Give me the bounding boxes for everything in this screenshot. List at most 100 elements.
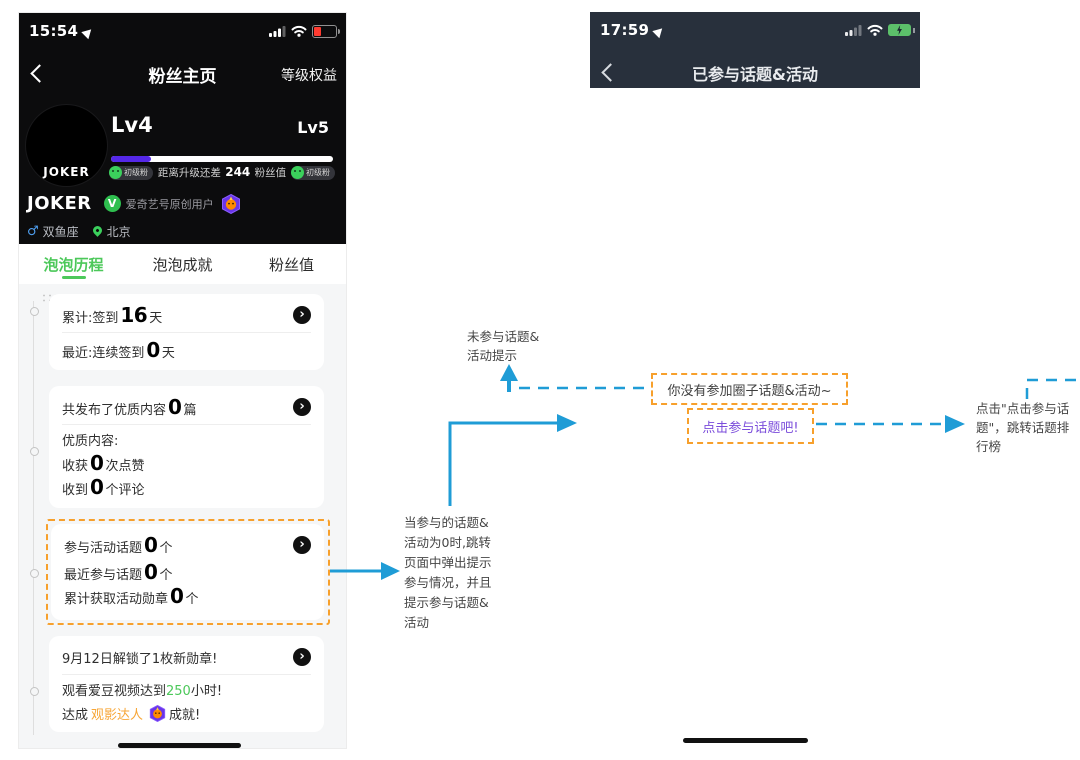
page-title: 已参与话题&活动 — [692, 65, 818, 84]
tab-label: 泡泡历程 — [43, 255, 104, 274]
row-number: 0 — [168, 395, 182, 419]
row-number: 0 — [144, 533, 158, 557]
row-text: 最近:连续签到 — [62, 346, 145, 361]
username: JOKER — [27, 193, 92, 214]
row-text: 小时! — [190, 683, 223, 699]
wifi-icon — [291, 25, 307, 37]
fan-badge-right: 初级粉 — [291, 165, 335, 180]
fan-homepage-screen: 15:54 — [18, 12, 347, 749]
topics-card-highlight — [46, 519, 330, 625]
row-number: 0 — [90, 475, 104, 499]
row-text: 共发布了优质内容 — [62, 403, 167, 418]
tab-fan-value[interactable]: 粉丝值 — [237, 244, 346, 284]
row-text: 天 — [161, 346, 175, 361]
profile-header-section: 15:54 — [19, 13, 346, 244]
medal-card[interactable]: 9月12日解锁了1枚新勋章! › 观看爱豆视频达到250小时! 达成 观影达人 — [49, 636, 324, 732]
home-indicator[interactable] — [118, 743, 241, 748]
join-topic-button[interactable]: 点击参与话题吧! — [687, 408, 814, 444]
signal-icon — [269, 25, 286, 37]
divider — [62, 332, 311, 333]
battery-low-icon — [312, 24, 340, 38]
card-row: 达成 观影达人 成就! — [62, 701, 311, 725]
fan-badge-right-label: 初级粉 — [306, 168, 330, 177]
timeline-dot — [30, 569, 39, 578]
signal-icon — [845, 24, 862, 36]
chevron-right-circle-icon[interactable]: › — [293, 536, 311, 554]
achievement-link[interactable]: 观影达人 — [91, 707, 144, 723]
chevron-right-circle-icon[interactable]: › — [293, 398, 311, 416]
fan-badge-left-label: 初级粉 — [124, 168, 148, 177]
tab-bubble-achievements[interactable]: 泡泡成就 — [128, 244, 237, 284]
level-next: Lv5 — [297, 118, 329, 137]
row-text: 个评论 — [105, 483, 145, 498]
wifi-icon — [867, 24, 883, 36]
row-number: 0 — [146, 338, 160, 362]
location-pin-icon — [90, 224, 104, 237]
upgrade-hint-pre: 距离升级还差 — [157, 167, 225, 179]
status-bar: 17:59 — [600, 20, 915, 40]
male-symbol-icon: ♂ — [27, 224, 39, 239]
row-number: 0 — [170, 584, 184, 608]
level-progress-bar — [111, 156, 333, 162]
zodiac-label: 双鱼座 — [42, 225, 79, 239]
battery-charging-icon — [888, 24, 915, 36]
avatar-label: JOKER — [43, 165, 90, 179]
row-number: 16 — [120, 303, 148, 327]
tab-active-underline — [61, 276, 86, 279]
row-text: 收获 — [62, 459, 89, 474]
level-badges-row: 初级粉 距离升级还差 244 粉丝值 初级粉 — [109, 165, 335, 180]
tab-label: 粉丝值 — [268, 255, 314, 274]
chevron-right-circle-icon[interactable]: › — [293, 648, 311, 666]
arrow-right-icon — [945, 415, 965, 433]
tab-bubble-history[interactable]: 泡泡历程 — [19, 244, 128, 284]
empty-state-message: 你没有参加圈子话题&活动~ — [651, 373, 848, 405]
tab-bar: 泡泡历程 泡泡成就 粉丝值 — [19, 244, 346, 284]
divider — [62, 674, 311, 675]
row-text: 最近参与话题 — [64, 568, 143, 583]
nav-bar: 粉丝主页 等级权益 — [19, 59, 346, 91]
row-number-green: 250 — [166, 683, 191, 699]
row-text: 成就! — [169, 707, 201, 723]
status-bar: 15:54 — [29, 21, 340, 41]
join-topic-text: 点击参与话题吧! — [702, 420, 799, 436]
row-text: 收到 — [62, 483, 89, 498]
annotation-jump-note: 点击"点击参与话题"，跳转话题排行榜 — [976, 401, 1070, 454]
row-text: 9月12日解锁了1枚新勋章! — [62, 651, 218, 667]
card-row[interactable]: 9月12日解锁了1枚新勋章! › — [62, 642, 311, 672]
fan-badge-left: 初级粉 — [109, 165, 153, 180]
chevron-right-circle-icon[interactable]: › — [293, 306, 311, 324]
arrow-right-icon — [557, 414, 577, 432]
home-indicator[interactable] — [683, 738, 808, 743]
level-benefits-link[interactable]: 等级权益 — [281, 68, 337, 84]
upgrade-hint: 距离升级还差 244 粉丝值 — [153, 165, 291, 180]
row-text: 天 — [149, 311, 163, 326]
upgrade-hint-value: 244 — [225, 165, 251, 179]
verified-label: 爱奇艺号原创用户 — [125, 197, 214, 211]
annotation-zero-state-note: 当参与的话题&活动为0时,跳转页面中弹出提示参与情况，并且提示参与话题&活动 — [404, 515, 492, 630]
annotation-empty-state-note: 未参与话题&活动提示 — [467, 329, 540, 363]
tab-label: 泡泡成就 — [152, 255, 213, 274]
smiley-badge-icon — [291, 166, 304, 179]
timeline-dot — [30, 447, 39, 456]
avatar[interactable]: JOKER — [26, 105, 107, 186]
status-time: 17:59 — [600, 21, 650, 39]
page-title: 粉丝主页 — [148, 67, 217, 87]
row-text: 累计:签到 — [62, 311, 119, 326]
card-row: 观看爱豆视频达到250小时! — [62, 677, 311, 701]
location-arrow-icon — [652, 24, 666, 38]
level-current: Lv4 — [111, 113, 153, 137]
arrow-up-icon — [500, 364, 518, 381]
clown-badge-icon — [149, 704, 166, 722]
row-text: 优质内容: — [62, 433, 119, 449]
